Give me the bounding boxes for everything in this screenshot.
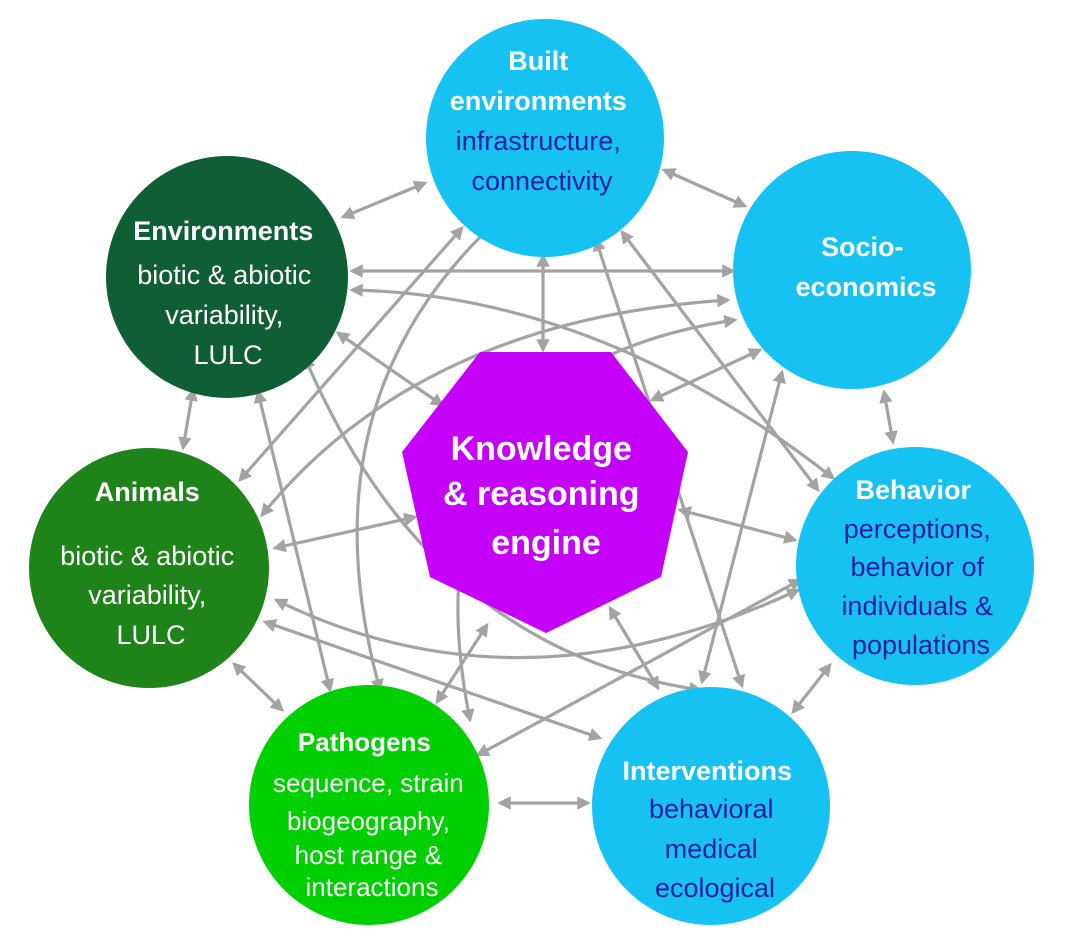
pathogens-body-3: host range & bbox=[295, 840, 442, 870]
behavior-body-3: individuals & bbox=[841, 591, 993, 621]
interventions-body-2: medical bbox=[665, 834, 758, 864]
arrow-environments-built bbox=[340, 180, 428, 220]
environments-body-3: LULC bbox=[193, 340, 262, 370]
pathogens-body-2: biogeography, bbox=[287, 806, 450, 836]
built-title-2: environments bbox=[450, 86, 627, 116]
arrow-socio-behavior bbox=[879, 389, 898, 445]
arrow-environments-animals bbox=[178, 387, 198, 451]
node-animals: Animals biotic & abiotic variability, LU… bbox=[29, 448, 269, 688]
behavior-title: Behavior bbox=[855, 475, 971, 505]
svg-text:Knowledge & reasoning: Knowledge & reasoning engine bbox=[443, 430, 649, 562]
node-pathogens: Pathogens sequence, strain biogeography,… bbox=[249, 685, 489, 925]
built-body-2: connectivity bbox=[471, 166, 613, 196]
svg-text:Pathogens sequence, stra: Pathogens sequence, strain biogeography,… bbox=[273, 727, 471, 902]
node-interventions: Interventions behavioral medical ecologi… bbox=[592, 687, 830, 925]
svg-text:Built environments: Built environments infrastructure, conne… bbox=[450, 46, 635, 196]
svg-text:Environments biotic & ab: Environments biotic & abiotic variabilit… bbox=[133, 216, 321, 370]
animals-title: Animals bbox=[95, 477, 200, 507]
pathogens-body-4: interactions bbox=[306, 872, 439, 902]
center-line-3: engine bbox=[491, 524, 601, 562]
environments-body-1: biotic & abiotic bbox=[137, 260, 311, 290]
node-environments: Environments biotic & abiotic variabilit… bbox=[106, 156, 348, 398]
knowledge-engine: Knowledge & reasoning engine bbox=[402, 352, 688, 633]
node-built-environments: Built environments infrastructure, conne… bbox=[426, 19, 664, 257]
animals-body-1: biotic & abiotic bbox=[60, 541, 234, 571]
behavior-body-2: behavior of bbox=[850, 552, 984, 582]
center-line-1: Knowledge bbox=[451, 430, 632, 468]
environments-body-2: variability, bbox=[165, 300, 283, 330]
behavior-body-4: populations bbox=[852, 630, 990, 660]
arrow-behavior-center bbox=[677, 506, 798, 544]
arrow-socio-animals bbox=[260, 293, 731, 518]
arrow-environments-pathogens bbox=[253, 389, 335, 693]
built-body-1: infrastructure, bbox=[456, 126, 621, 156]
center-line-2: & reasoning bbox=[443, 475, 639, 513]
arrow-animals-pathogens bbox=[232, 662, 284, 712]
socio-title-1: Socio- bbox=[821, 232, 904, 262]
arrow-behavior-interventions bbox=[791, 662, 832, 715]
arrow-built-socio bbox=[661, 168, 748, 208]
interventions-body-1: behavioral bbox=[649, 794, 774, 824]
socio-title-2: economics bbox=[795, 272, 936, 302]
environments-title: Environments bbox=[133, 216, 313, 246]
pathogens-title: Pathogens bbox=[298, 727, 431, 757]
pathogens-body-1: sequence, strain bbox=[273, 768, 464, 798]
animals-body-2: variability, bbox=[88, 580, 206, 610]
node-socio-economics: Socio- economics bbox=[733, 151, 971, 389]
built-title-1: Built bbox=[508, 46, 568, 76]
svg-text:Animals biotic & abiotic: Animals biotic & abiotic variability, LU… bbox=[60, 477, 242, 650]
svg-text:Socio- economics: Socio- economics bbox=[795, 232, 936, 302]
svg-text:Behavior perceptions,: Behavior perceptions, behavior of indivi… bbox=[841, 475, 1000, 660]
arrow-socio-interventions bbox=[698, 369, 786, 685]
node-behavior: Behavior perceptions, behavior of indivi… bbox=[796, 447, 1034, 685]
svg-text:Interventions behavioral: Interventions behavioral medical ecologi… bbox=[622, 756, 799, 903]
behavior-body-1: perceptions, bbox=[844, 514, 991, 544]
animals-body-3: LULC bbox=[116, 620, 185, 650]
interventions-body-3: ecological bbox=[655, 873, 775, 903]
arrow-animals-interventions bbox=[262, 619, 603, 741]
interventions-title: Interventions bbox=[622, 756, 792, 786]
